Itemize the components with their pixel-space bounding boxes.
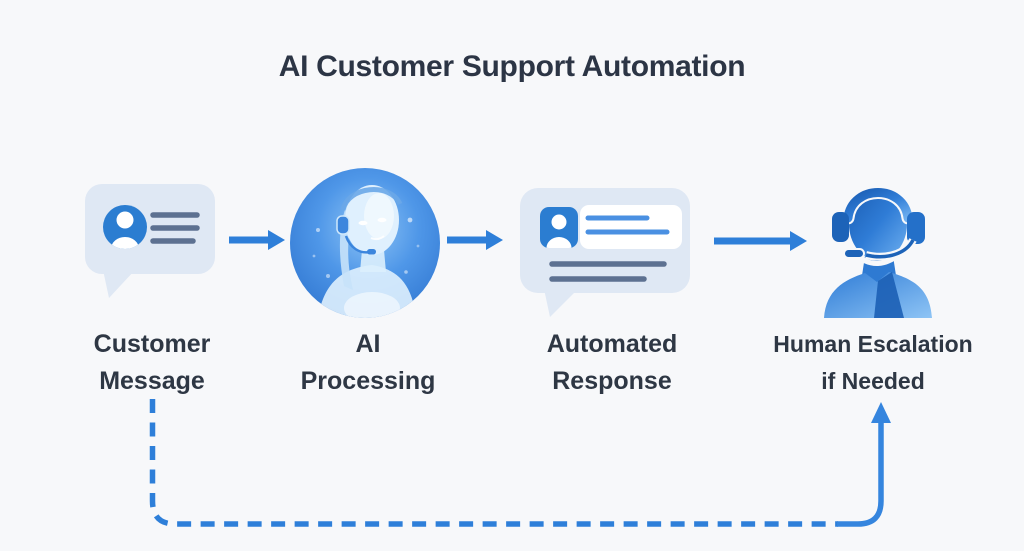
microphone — [843, 248, 865, 259]
card-text-lines — [585, 215, 670, 235]
label-line: Response — [552, 367, 672, 395]
glowing-eye — [377, 217, 387, 223]
human-agent-headset-icon — [818, 178, 958, 318]
message-text-lines — [150, 212, 200, 244]
step-label-human-escalation: Human Escalation if Needed — [753, 326, 993, 400]
chat-bubble-icon — [520, 188, 690, 317]
smile — [370, 235, 385, 241]
bubble-tail — [544, 289, 578, 317]
label-line: Customer — [93, 330, 211, 358]
label-line: Automated — [546, 330, 678, 358]
customer-message-bubble-icon — [85, 184, 215, 299]
solid-segment — [837, 421, 884, 527]
up-arrowhead-icon — [871, 402, 891, 423]
label-line: Message — [99, 367, 205, 395]
agent-headset-icon — [832, 186, 925, 261]
message-text-lines — [549, 261, 667, 282]
head — [849, 188, 907, 260]
bubble-tail — [103, 270, 135, 298]
chat-bubble-icon — [85, 184, 215, 298]
ai-headset-icon — [336, 187, 403, 255]
ai-assistant-avatar-icon — [290, 168, 440, 318]
step-label-automated-response: Automated Response — [502, 326, 722, 400]
flow-arrow-3 — [714, 231, 807, 251]
support-agent-icon — [824, 186, 932, 318]
bot-person-icon — [546, 214, 572, 248]
ai-figure — [318, 185, 416, 318]
flow-arrow-1 — [229, 230, 285, 250]
step-label-customer-message: Customer Message — [42, 326, 262, 400]
label-line: Human Escalation — [773, 331, 973, 357]
flow-arrow-2 — [447, 230, 503, 250]
label-line: AI — [355, 330, 381, 358]
glowing-eye — [358, 220, 368, 226]
label-line: if Needed — [821, 368, 925, 394]
ai-avatar-circle — [290, 168, 440, 318]
user-person-icon — [111, 211, 139, 249]
collar-fold — [874, 272, 904, 318]
label-line: Processing — [300, 367, 436, 395]
step-label-ai-processing: AI Processing — [258, 326, 478, 400]
dashed-segment — [149, 399, 838, 527]
automated-response-bubble-icon — [520, 188, 690, 318]
sparkles — [312, 217, 420, 278]
page-title: AI Customer Support Automation — [278, 50, 746, 83]
